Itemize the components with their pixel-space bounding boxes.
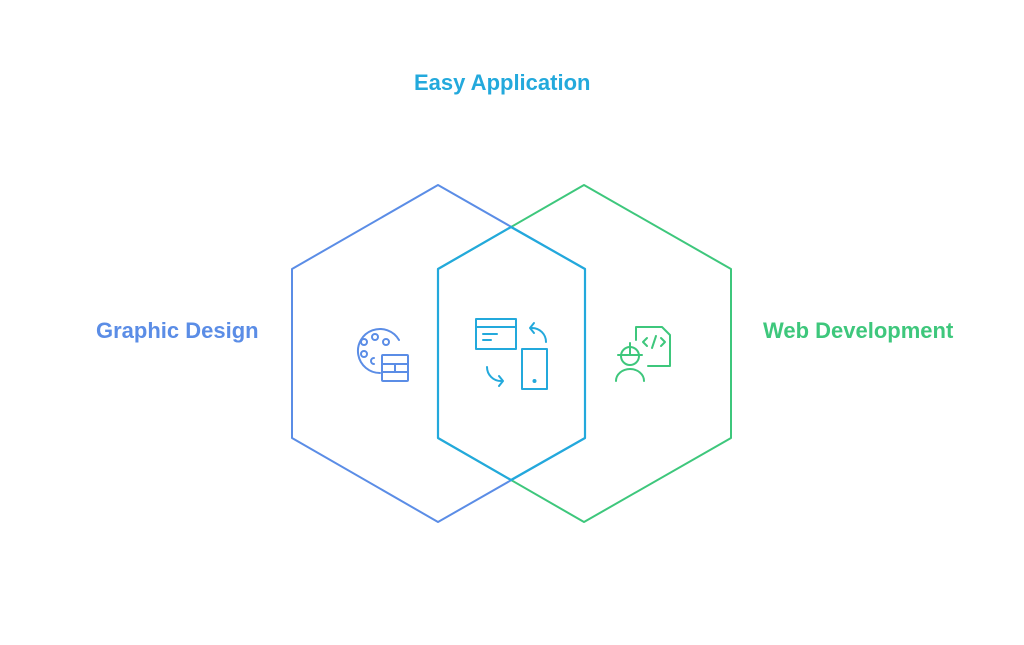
developer-code-icon [615,326,671,382]
label-easy-application: Easy Application [414,70,591,95]
desktop-mobile-sync-icon [475,318,548,390]
palette-layout-icon [356,328,409,382]
hexagon-overlap-easy-application [436,225,587,482]
label-graphic-design: Graphic Design [96,318,259,343]
label-web-development: Web Development [763,318,954,343]
